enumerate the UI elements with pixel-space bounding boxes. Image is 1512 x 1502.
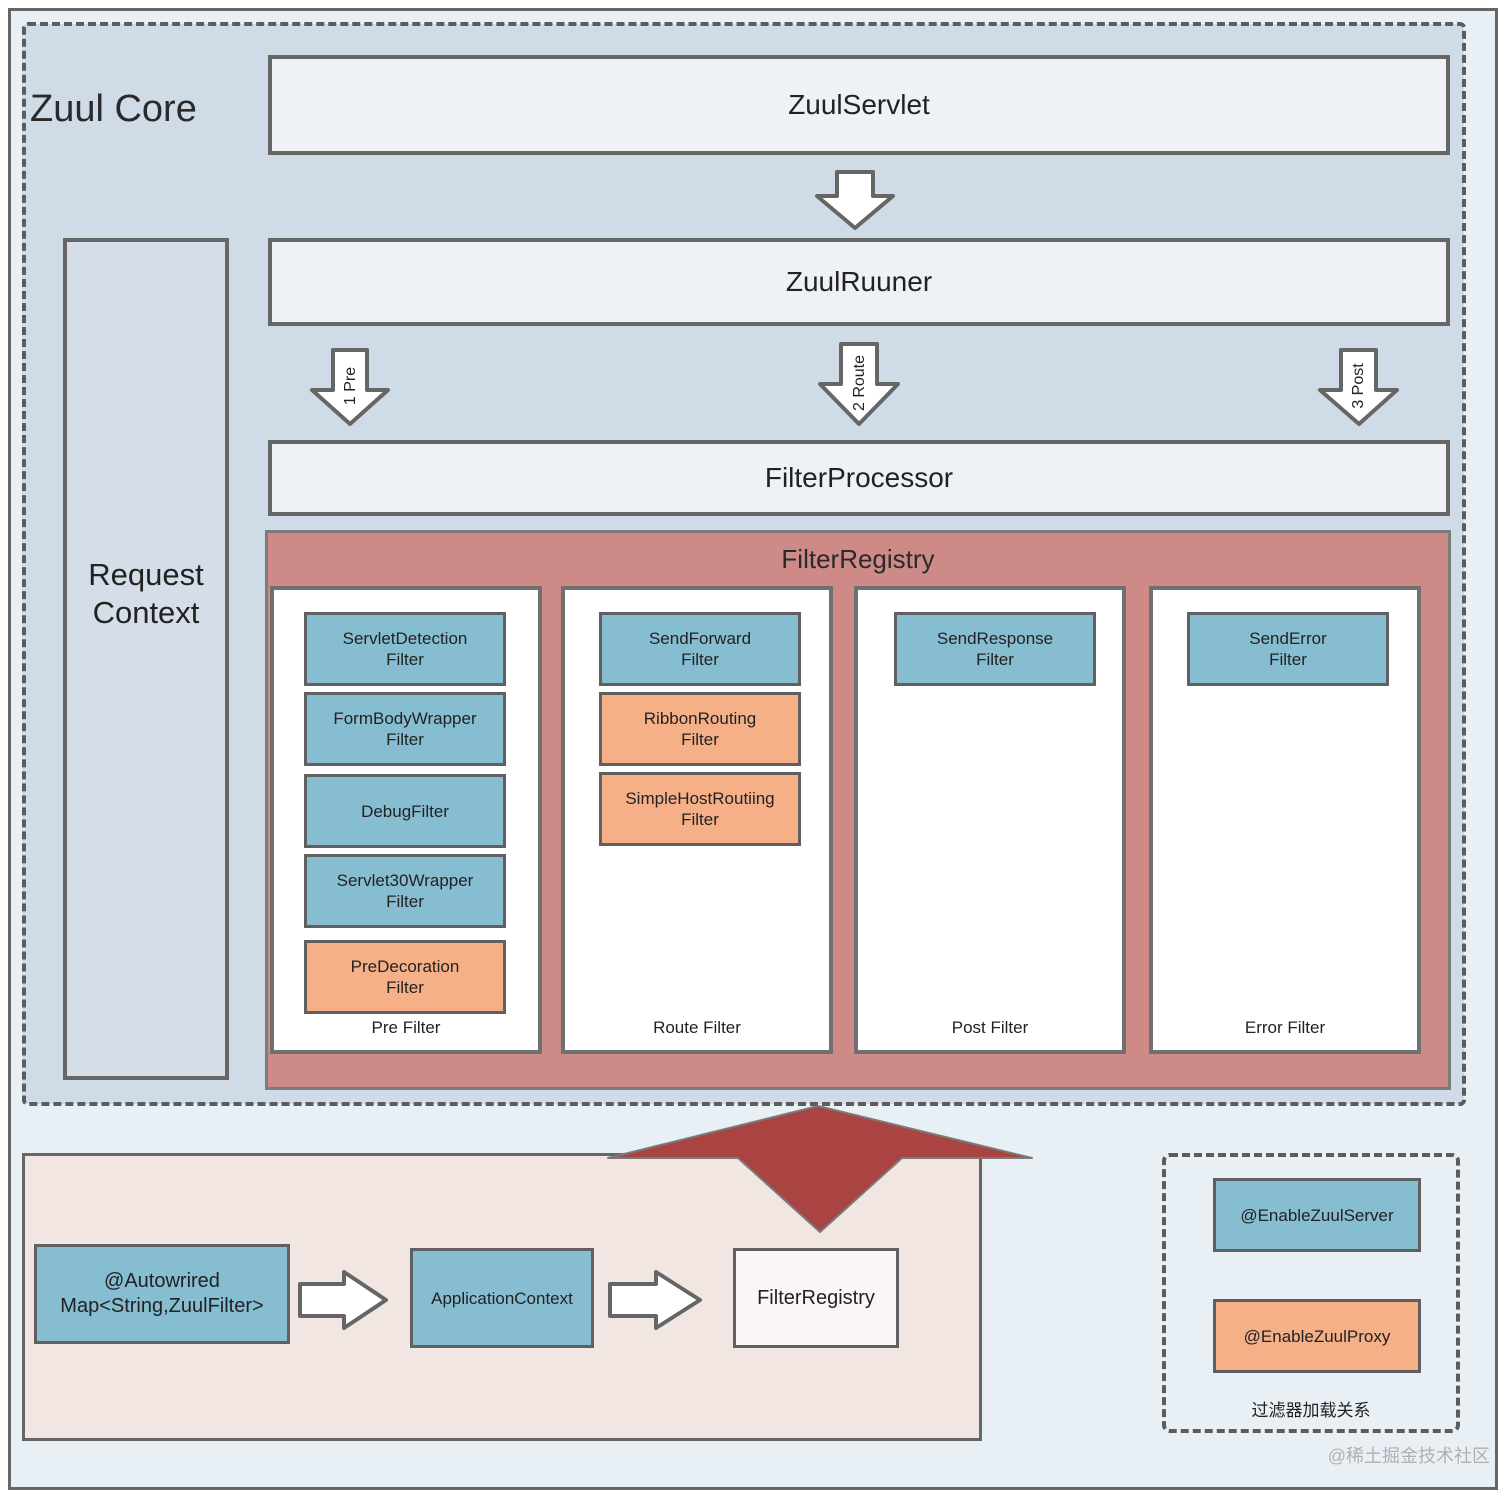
pre-arrow-label: 1 Pre [342, 367, 359, 405]
error-filter-label: Error Filter [1244, 1018, 1326, 1037]
servlet-detection-filter: ServletDetection Filter [304, 612, 506, 686]
simple-host-routing-filter: SimpleHostRoutiing Filter [599, 772, 801, 846]
servlet-to-runner-arrow [815, 170, 895, 230]
watermark: @稀土掘金技术社区 [1327, 1446, 1490, 1466]
load-into-registry-arrow [607, 1105, 1033, 1233]
enable-zuul-server-box: @EnableZuulServer [1213, 1178, 1421, 1252]
filter-registry-title: FilterRegistry [781, 544, 935, 574]
route-arrow-label: 2 Route [851, 355, 868, 411]
filter-processor-box: FilterProcessor [268, 440, 1450, 516]
legend-caption: 过滤器加载关系 [1251, 1401, 1371, 1420]
send-error-filter: SendError Filter [1187, 612, 1389, 686]
request-context-box: Request Context [63, 238, 229, 1080]
legend-box [1162, 1153, 1460, 1433]
zuul-core-title: Zuul Core [30, 88, 197, 130]
debug-filter: DebugFilter [304, 774, 506, 848]
pre-filter-column: ServletDetection Filter FormBodyWrapper … [270, 586, 542, 1054]
zuul-runner-box: ZuulRuuner [268, 238, 1450, 326]
send-response-filter: SendResponse Filter [894, 612, 1096, 686]
ribbon-routing-filter: RibbonRouting Filter [599, 692, 801, 766]
pre-filter-label: Pre Filter [371, 1018, 441, 1037]
post-arrow [1318, 348, 1399, 426]
form-body-wrapper-filter: FormBodyWrapper Filter [304, 692, 506, 766]
route-filter-label: Route Filter [653, 1018, 741, 1037]
application-context-box: ApplicationContext [410, 1248, 594, 1348]
post-filter-column: SendResponse Filter Post Filter [854, 586, 1126, 1054]
route-arrow [818, 342, 900, 426]
autowired-to-context-arrow [298, 1270, 388, 1330]
filter-registry-box: FilterRegistry [733, 1248, 899, 1348]
enable-zuul-proxy-box: @EnableZuulProxy [1213, 1299, 1421, 1373]
pre-arrow [310, 348, 390, 426]
context-to-registry-arrow [608, 1270, 702, 1330]
post-arrow-label: 3 Post [1350, 363, 1367, 409]
zuul-core-border [22, 22, 1466, 1106]
zuul-servlet-box: ZuulServlet [268, 55, 1450, 155]
error-filter-column: SendError Filter Error Filter [1149, 586, 1421, 1054]
autowired-map-box: @Autowrired Map<String,ZuulFilter> [34, 1244, 290, 1344]
send-forward-filter: SendForward Filter [599, 612, 801, 686]
pre-decoration-filter: PreDecoration Filter [304, 940, 506, 1014]
route-filter-column: SendForward Filter RibbonRouting Filter … [561, 586, 833, 1054]
post-filter-label: Post Filter [951, 1018, 1029, 1037]
servlet30-wrapper-filter: Servlet30Wrapper Filter [304, 854, 506, 928]
